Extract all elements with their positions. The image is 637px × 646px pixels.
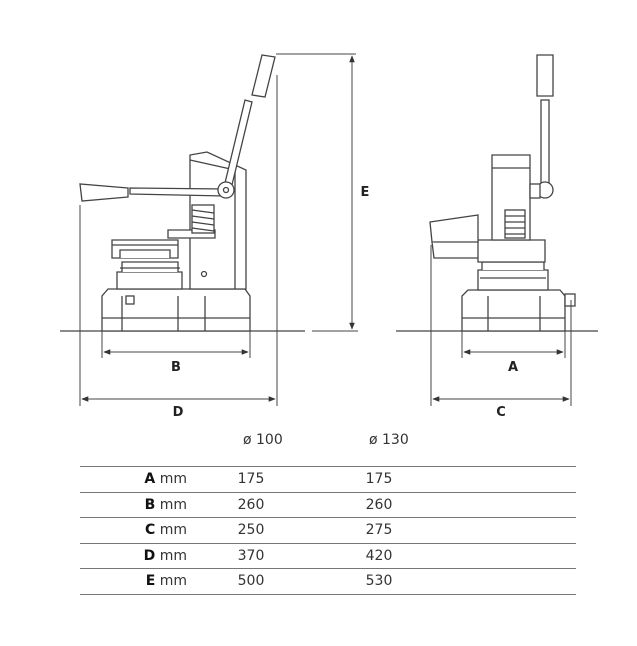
value-cell: 530 (315, 568, 443, 595)
technical-drawing: B D A C E (60, 53, 598, 420)
row-key: B (144, 496, 156, 513)
row-unit: mm (159, 547, 187, 564)
row-key: C (144, 522, 156, 539)
value-cell: 175 (315, 466, 443, 492)
value-cell: 420 (315, 542, 443, 569)
value-cell: 275 (315, 517, 443, 543)
row-unit: mm (159, 573, 187, 590)
table-row: C mm 250 275 (80, 517, 576, 543)
column-header-130: ø 130 (369, 432, 409, 448)
table-row: B mm 260 260 (80, 491, 576, 518)
value-cell: 500 (187, 568, 315, 595)
dim-label-d: D (173, 405, 184, 420)
value-cell: 370 (187, 542, 315, 569)
row-unit: mm (159, 471, 187, 488)
dim-label-c: C (496, 405, 506, 420)
dimension-lines (79, 53, 572, 406)
dim-label-e: E (361, 185, 370, 200)
table-row: D mm 370 420 (80, 542, 576, 569)
dimensions-table: A mm 175 175 B mm 260 260 C mm 250 275 D… (80, 466, 576, 595)
column-header-100: ø 100 (243, 432, 283, 448)
table-row: E mm 500 530 (80, 568, 576, 595)
table-row: A mm 175 175 (80, 466, 576, 492)
row-unit: mm (159, 496, 187, 513)
value-cell: 260 (315, 491, 443, 518)
row-key: E (145, 573, 156, 590)
row-unit: mm (159, 522, 187, 539)
row-key: A (144, 471, 156, 488)
dim-label-b: B (171, 360, 181, 375)
side-view-machine (79, 54, 276, 332)
row-key: D (143, 547, 156, 564)
dim-label-a: A (508, 360, 518, 375)
front-view-machine (429, 54, 576, 332)
value-cell: 250 (187, 517, 315, 543)
value-cell: 175 (187, 466, 315, 492)
value-cell: 260 (187, 491, 315, 518)
